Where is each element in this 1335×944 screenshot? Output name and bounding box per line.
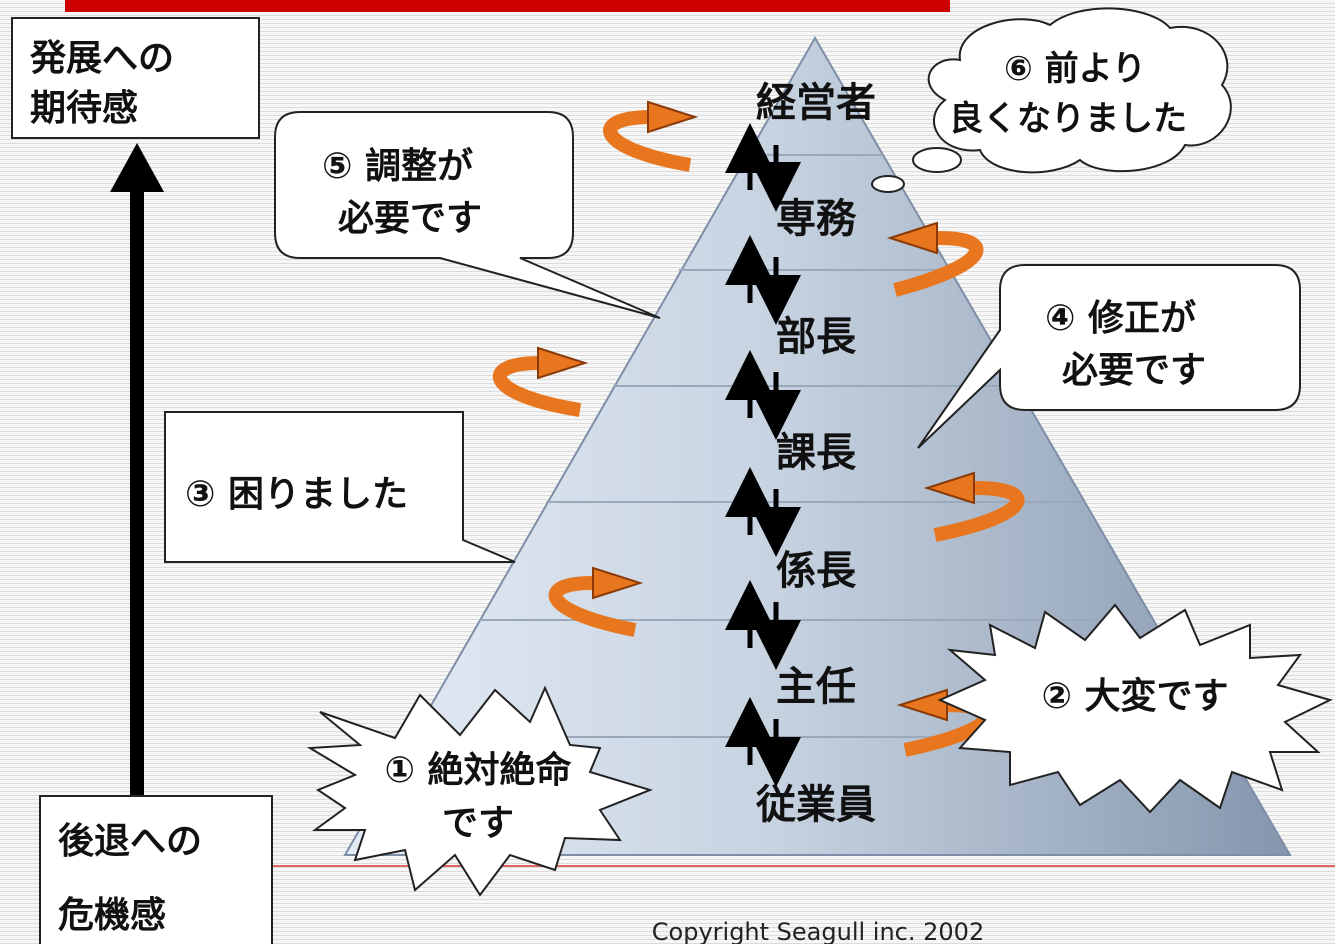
callout-1: ① 絶対絶命 です xyxy=(306,685,654,897)
top-label-line2: 期待感 xyxy=(30,88,138,129)
callout-4: ④ 修正が 必要です xyxy=(917,264,1301,449)
top-red-bar xyxy=(65,0,950,12)
callout-3: ③ 困りました xyxy=(164,411,516,563)
callout-1-line1: ① 絶対絶命 xyxy=(384,749,571,791)
curved-arrow-icon xyxy=(493,346,589,417)
curved-arrow-icon xyxy=(886,221,984,297)
copyright-text: Copyright Seagull inc. 2002 xyxy=(652,918,984,944)
bottom-label-box: 後退への 危機感 xyxy=(39,795,273,944)
callout-6-line2: 良くなりました xyxy=(949,99,1187,139)
tier-label: 従業員 xyxy=(755,782,876,828)
updown-arrow-icon xyxy=(725,467,801,557)
callout-4-line2: 必要です xyxy=(1062,350,1206,391)
arrow-up-icon xyxy=(110,143,164,192)
curved-arrow-icon xyxy=(923,471,1025,542)
tier-label: 専務 xyxy=(776,196,857,242)
updown-arrow-icon xyxy=(725,235,801,325)
bottom-label-line2: 危機感 xyxy=(58,895,166,936)
callout-5: ⑤ 調整が 必要です xyxy=(274,111,661,319)
tier-label: 部長 xyxy=(776,314,857,360)
tier-label: 係長 xyxy=(776,548,857,594)
updown-arrow-icon xyxy=(725,350,801,440)
callout-5-line2: 必要です xyxy=(338,198,482,239)
top-label-line1: 発展への xyxy=(30,38,174,79)
callout-6: ⑥ 前より 良くなりました xyxy=(871,7,1232,193)
callout-3-text: ③ 困りました xyxy=(185,474,408,515)
callout-4-line1: ④ 修正が xyxy=(1045,298,1196,339)
callout-5-line1: ⑤ 調整が xyxy=(322,146,473,187)
callout-2: ② 大変です xyxy=(937,603,1333,814)
callout-2-text: ② 大変です xyxy=(1041,675,1228,717)
top-label-box: 発展への 期待感 xyxy=(11,17,260,139)
orange-arrows xyxy=(493,100,1025,757)
curved-arrow-icon xyxy=(603,100,699,172)
curved-arrow-icon xyxy=(548,566,644,637)
updown-arrows xyxy=(725,123,801,787)
callout-1-line2: です xyxy=(442,803,514,844)
bottom-label-line1: 後退への xyxy=(58,821,202,862)
updown-arrow-icon xyxy=(725,580,801,670)
callout-6-line1: ⑥ 前より xyxy=(1004,49,1146,89)
updown-arrow-icon xyxy=(725,697,801,787)
tier-label: 経営者 xyxy=(756,80,876,126)
updown-arrow-icon xyxy=(725,123,801,212)
tier-label: 課長 xyxy=(776,430,857,476)
tier-label: 主任 xyxy=(776,664,856,710)
